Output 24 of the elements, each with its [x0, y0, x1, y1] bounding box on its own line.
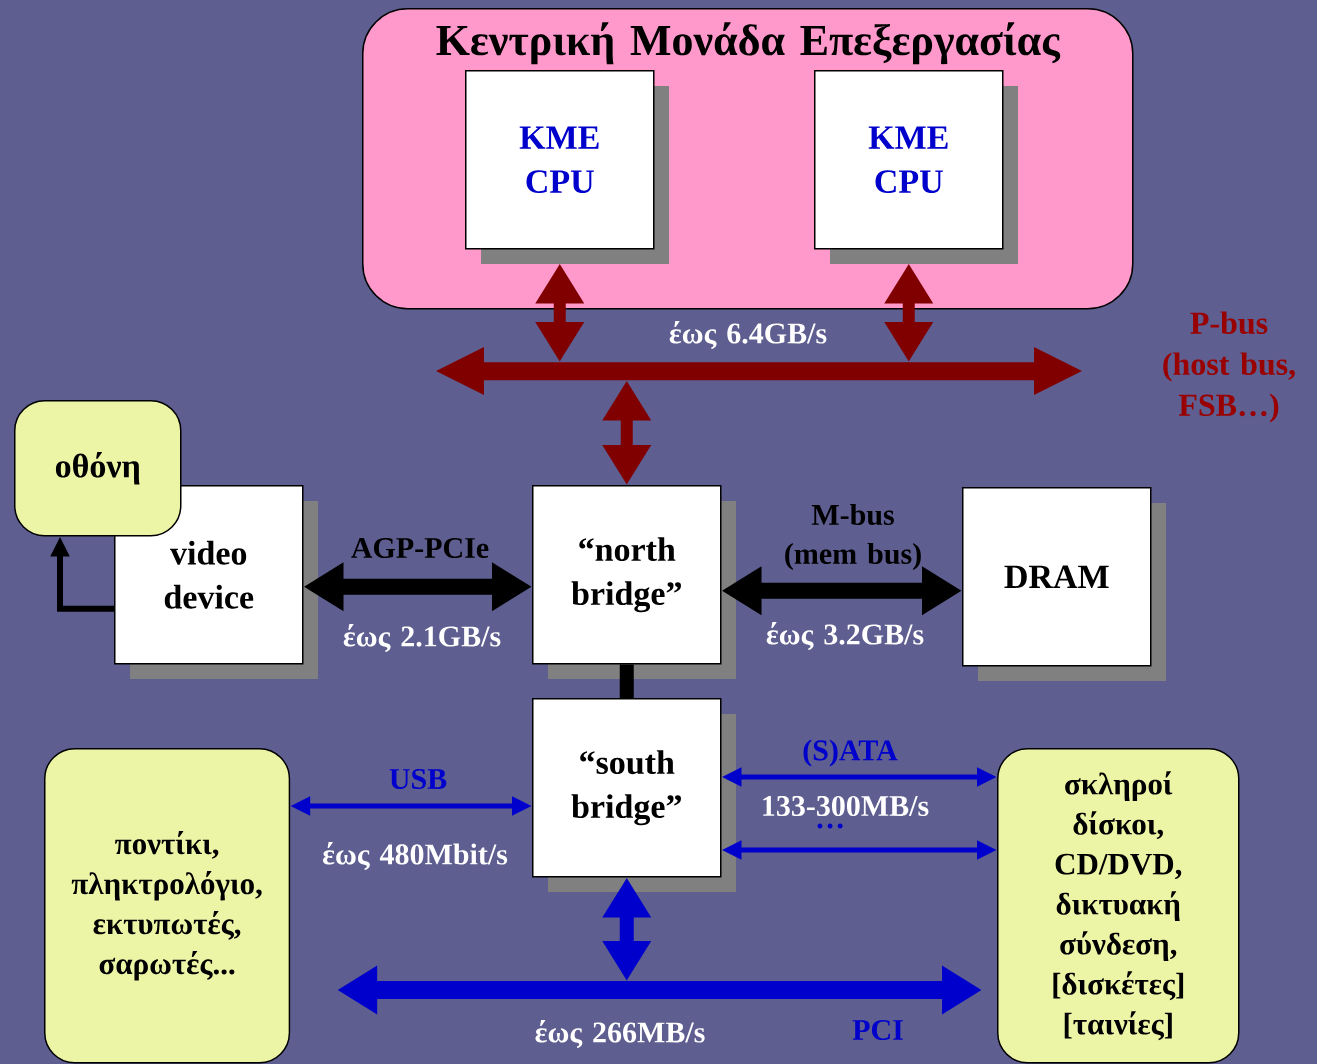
device-box: σκληροί δίσκοι, CD/DVD, δικτυακή σύνδεση, [δισκέτες] [ταινίες] — [997, 748, 1240, 1064]
edge-label: USB — [389, 768, 447, 790]
component-box: “north bridge” — [532, 485, 736, 679]
edge-label: PCI — [852, 1019, 903, 1041]
bus-name: P-bus (host bus, FSB…) — [1163, 311, 1295, 423]
bus-arrow — [436, 347, 1082, 395]
device-box: οθόνη — [14, 400, 182, 537]
speed-label: 133-300MB/s — [763, 795, 929, 817]
speed-label: έως 266MB/s — [535, 1020, 705, 1048]
speed-label: έως 2.1GB/s — [343, 624, 501, 652]
speed-label: έως 3.2GB/s — [766, 622, 924, 650]
speed-label: έως 480Mbit/s — [322, 842, 508, 870]
edge-label: (S)ATA — [803, 739, 898, 767]
speed-label: έως 6.4GB/s — [669, 321, 827, 349]
device-box: ποντίκι, πληκτρολόγιο, εκτυπωτές, σαρωτές... — [44, 748, 291, 1064]
edge-label: AGP-PCIe — [351, 537, 489, 559]
component-box: video device — [114, 485, 318, 679]
component-box: KME CPU — [465, 70, 669, 264]
connector-line — [619, 664, 634, 698]
component-box: KME CPU — [814, 70, 1018, 264]
edge-label: M-bus (mem bus) — [785, 503, 921, 571]
component-box: DRAM — [962, 487, 1166, 681]
component-box: “south bridge” — [532, 698, 736, 892]
edge-label: … — [817, 823, 843, 829]
